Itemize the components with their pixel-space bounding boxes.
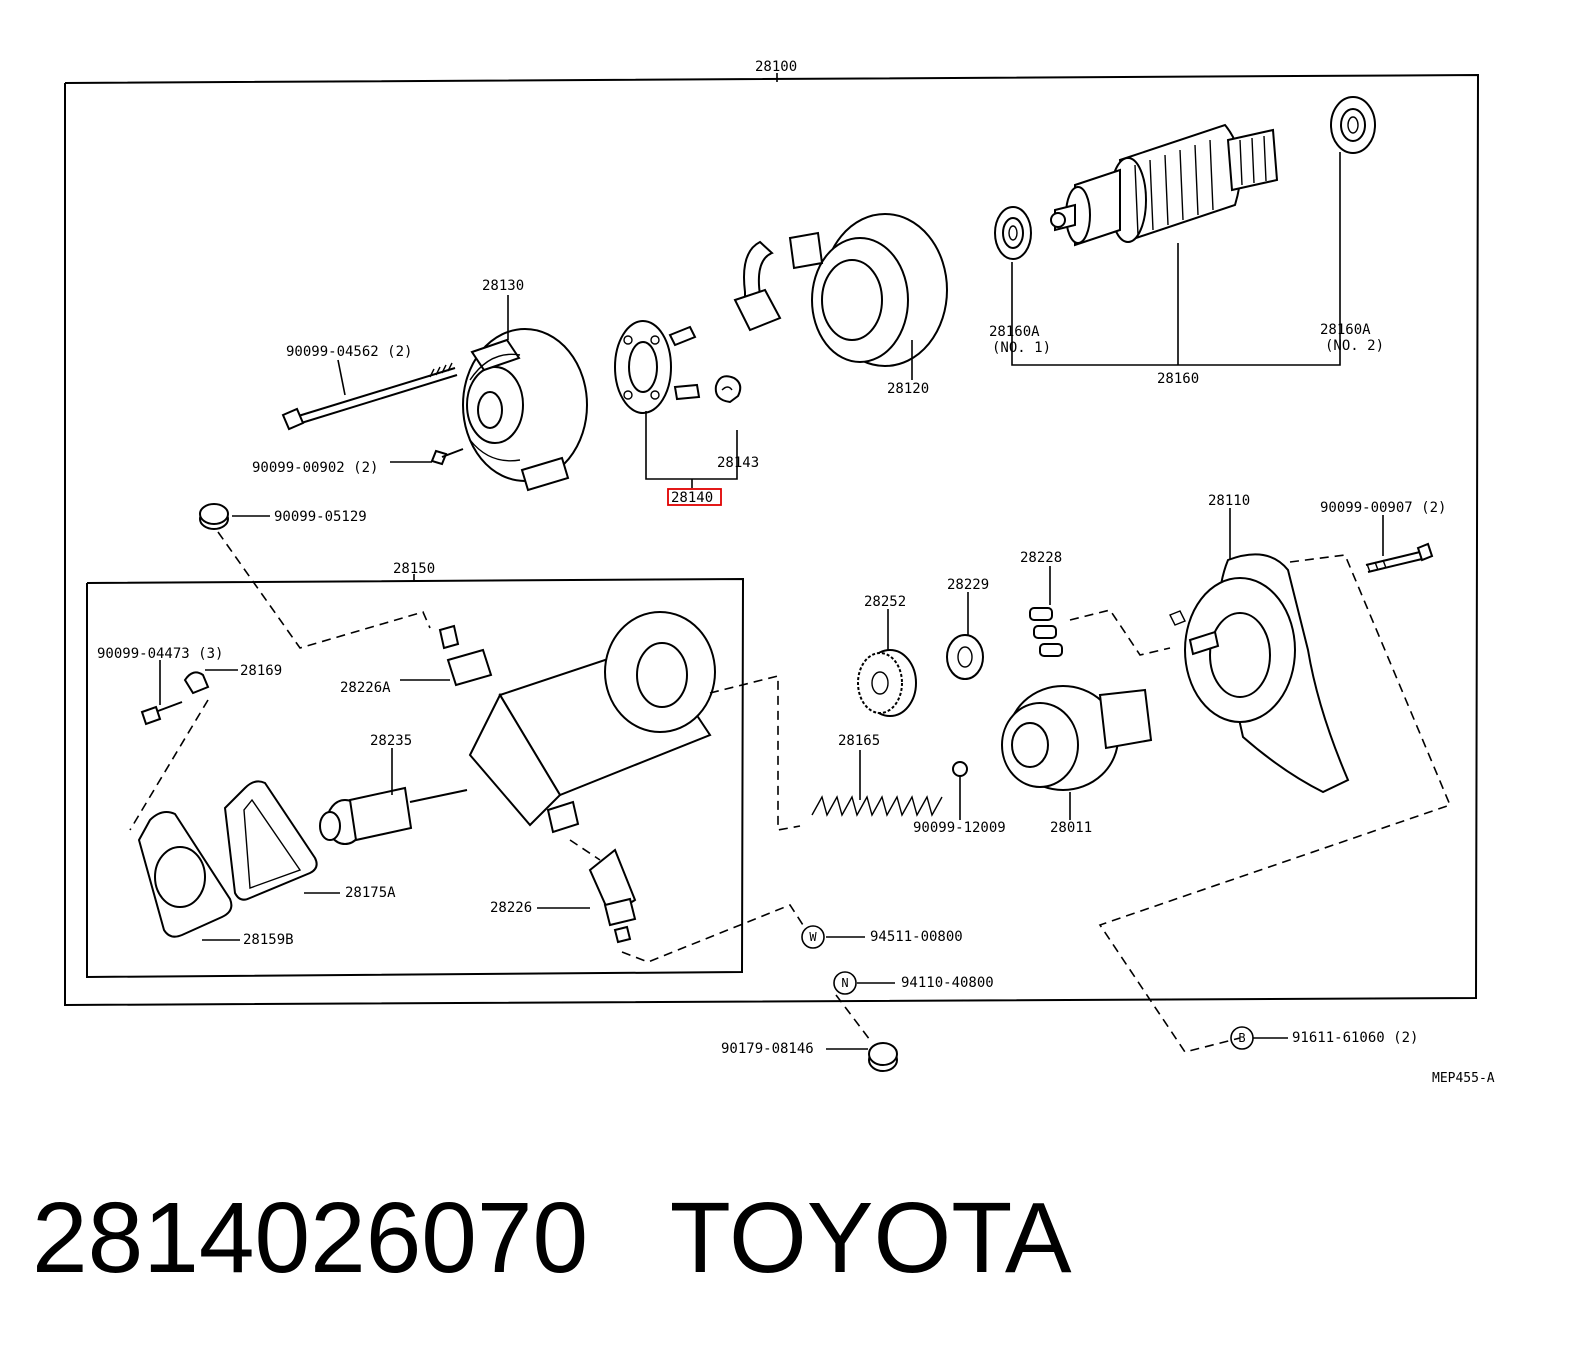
brush-spring-part [714, 375, 742, 404]
label-clip[interactable]: 28169 [240, 663, 282, 679]
label-magnetic-switch[interactable]: 28150 [393, 561, 435, 577]
label-stud-bolt[interactable]: 91611-61060 (2) [1292, 1030, 1418, 1046]
label-bearing-no2[interactable]: 28160A [1320, 322, 1371, 338]
label-contact-bolt[interactable]: 28226 [490, 900, 532, 916]
label-terminal-nut[interactable]: 90179-08146 [721, 1041, 814, 1057]
label-clutch[interactable]: 28011 [1050, 820, 1092, 836]
label-spring[interactable]: 28165 [838, 733, 880, 749]
figure-code: MEP455-A [1432, 1071, 1495, 1086]
retainer-part [946, 634, 984, 680]
commutator-end-frame-part [462, 328, 588, 492]
nut-symbol-letter: N [841, 976, 848, 990]
label-commutator-end-frame[interactable]: 28130 [482, 278, 524, 294]
label-end-cover[interactable]: 28159B [243, 932, 294, 948]
label-plug[interactable]: 90099-05129 [274, 509, 367, 525]
end-cover-part [137, 811, 233, 938]
label-bearing-no1-note: (NO. 1) [992, 340, 1051, 356]
label-brush-spring[interactable]: 28143 [717, 455, 759, 471]
label-armature[interactable]: 28160 [1157, 371, 1199, 387]
label-bearing-no1[interactable]: 28160A [989, 324, 1040, 340]
spring-part [811, 795, 943, 817]
switch-screw-part [140, 701, 183, 726]
label-idler-gear[interactable]: 28252 [864, 594, 906, 610]
roller-part [1029, 607, 1063, 657]
washer-symbol: W [801, 925, 825, 949]
idler-gear-part [857, 649, 917, 717]
label-washer[interactable]: 94511-00800 [870, 929, 963, 945]
bolt-symbol: B [1230, 1026, 1254, 1050]
label-yoke[interactable]: 28120 [887, 381, 929, 397]
bearing-no2-part [1330, 96, 1376, 154]
label-assembly[interactable]: 28100 [755, 59, 797, 75]
label-housing-bolt[interactable]: 90099-00907 (2) [1320, 500, 1446, 516]
label-roller[interactable]: 28228 [1020, 550, 1062, 566]
label-brush-holder[interactable]: 28140 [671, 490, 713, 506]
assembly-frame [64, 73, 1480, 1007]
label-retainer[interactable]: 28229 [947, 577, 989, 593]
brush-holder-part [614, 320, 701, 414]
label-through-bolt[interactable]: 90099-04562 (2) [286, 344, 412, 360]
clip-part [183, 671, 210, 695]
label-gasket[interactable]: 28175A [345, 885, 396, 901]
label-housing[interactable]: 28110 [1208, 493, 1250, 509]
clutch-part [1001, 685, 1153, 791]
label-switch-screw[interactable]: 90099-04473 (3) [97, 646, 223, 662]
brush-holder-highlight [667, 488, 722, 506]
plug-part [199, 503, 270, 530]
plunger-part [319, 786, 468, 845]
contact-bolt-part [588, 848, 637, 944]
washer-symbol-letter: W [809, 930, 817, 944]
caption-brand: TOYOTA [669, 1182, 1072, 1294]
through-bolt-part [281, 362, 458, 431]
magnetic-switch-frame [86, 574, 745, 979]
gasket-part [223, 780, 318, 901]
contact-bolt-a-part [438, 624, 493, 687]
bolt-symbol-letter: B [1238, 1031, 1245, 1045]
bearing-no1-part [994, 206, 1032, 260]
magnetic-switch-body-part [468, 611, 716, 834]
label-steel-ball[interactable]: 90099-12009 [913, 820, 1006, 836]
leader-lines [159, 152, 1384, 1050]
part-labels: 28100 28130 90099-04562 (2) 90099-00902 … [97, 59, 1495, 1086]
housing-bolt-part [1365, 542, 1434, 573]
label-contact-bolt-a[interactable]: 28226A [340, 680, 391, 696]
nut-symbol: N [833, 971, 857, 995]
caption: 2814026070 TOYOTA [32, 1188, 1072, 1288]
label-plunger[interactable]: 28235 [370, 733, 412, 749]
yoke-part [733, 213, 948, 367]
armature-part [1050, 123, 1279, 247]
assembly-dashed-lines [129, 531, 1452, 1053]
label-nut[interactable]: 94110-40800 [901, 975, 994, 991]
caption-part-number: 2814026070 [32, 1182, 589, 1294]
housing-part [1169, 553, 1350, 794]
label-bearing-no2-note: (NO. 2) [1325, 338, 1384, 354]
terminal-nut-part [868, 1042, 898, 1072]
label-screw[interactable]: 90099-00902 (2) [252, 460, 378, 476]
small-screw-part [390, 448, 464, 466]
steel-ball-part [952, 761, 968, 777]
